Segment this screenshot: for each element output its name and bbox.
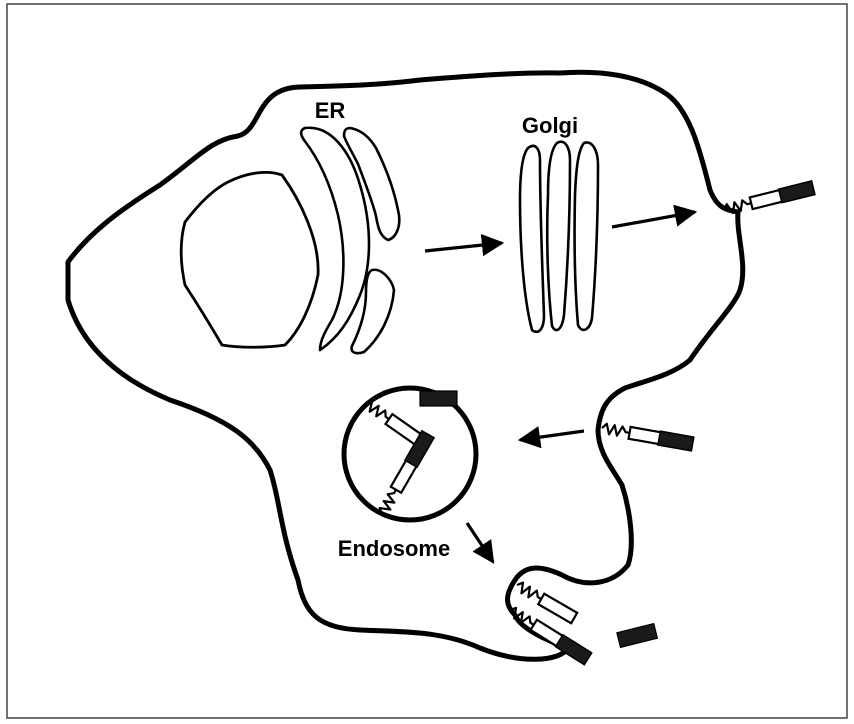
label-endosome: Endosome: [338, 536, 450, 561]
free-ligand-exterior: [617, 624, 658, 648]
free-ligand-endosome: [420, 391, 457, 406]
cell-membrane: [68, 72, 743, 659]
arrow-membrane-to-endosome: [520, 431, 584, 440]
label-er: ER: [315, 98, 346, 123]
endosome-receptor-empty: [363, 398, 424, 446]
label-golgi: Golgi: [522, 113, 578, 138]
arrow-golgi-to-membrane: [612, 212, 695, 227]
arrow-er-to-golgi: [425, 243, 502, 251]
nucleus: [181, 172, 318, 347]
surface-receptor-bottom: [506, 604, 591, 665]
surface-receptor-recycled: [514, 580, 577, 623]
figure-frame: [7, 4, 847, 718]
golgi-apparatus: [520, 142, 598, 332]
surface-receptor-mid: [601, 421, 694, 451]
endoplasmic-reticulum: [301, 128, 399, 353]
endosome-receptor-bound: [376, 431, 434, 518]
transport-arrows: [425, 212, 695, 562]
arrow-endosome-to-membrane: [467, 523, 493, 562]
